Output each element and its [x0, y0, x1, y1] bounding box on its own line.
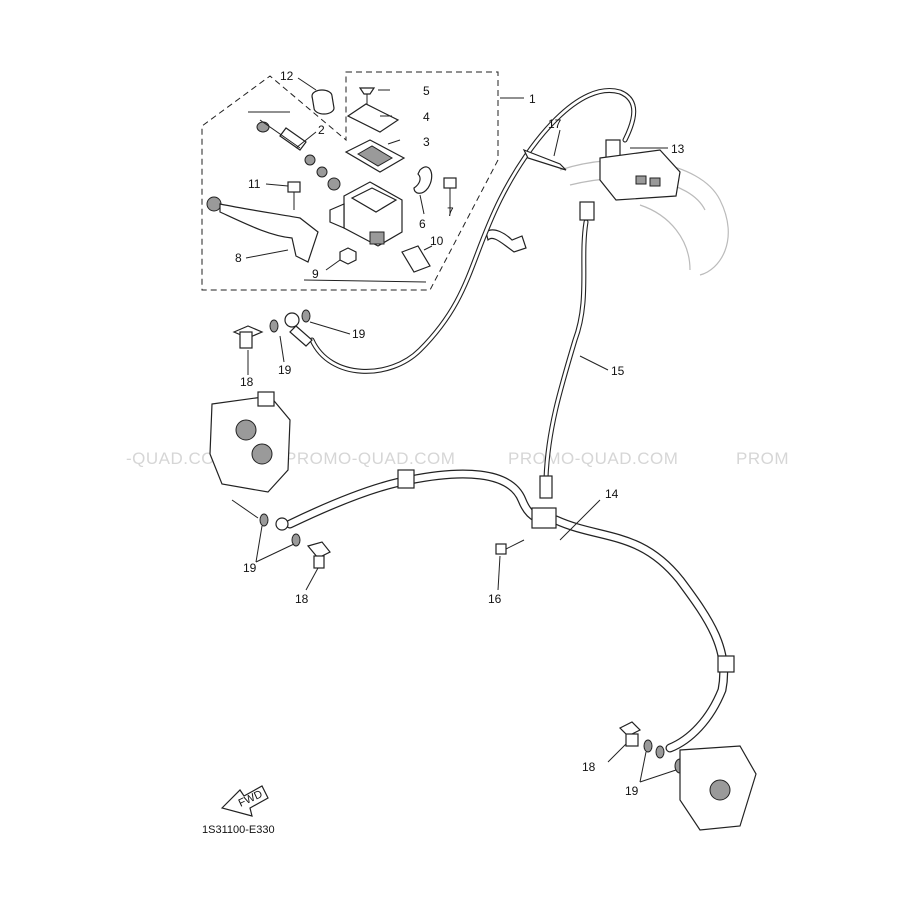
- callout-16: 16: [488, 592, 502, 606]
- part-11-pivot-bolt: [287, 181, 301, 210]
- part-10-switch: [401, 245, 431, 273]
- callout-leader-lines: [231, 77, 677, 783]
- callout-14: 14: [605, 487, 619, 501]
- master-cylinder-group-box: [201, 71, 499, 291]
- watermark-text-2: PROMO-QUAD.COM: [285, 449, 455, 468]
- watermark-text-1: -QUAD.COM: [126, 449, 230, 468]
- switch-connector: [485, 229, 527, 253]
- part-13-brake-junction: [599, 149, 681, 201]
- callout-19-upper-left: 19: [278, 363, 292, 377]
- part-12-cap: [311, 89, 335, 115]
- master-cylinder-body: [329, 181, 403, 247]
- callout-17: 17: [548, 117, 562, 131]
- left-brake-caliper: [209, 391, 291, 493]
- part-18-banjo-bolt-upper: [232, 325, 264, 349]
- callout-8: 8: [235, 251, 242, 265]
- forward-direction-arrow: FWD: [220, 785, 269, 817]
- part-3-diaphragm: [344, 139, 406, 173]
- right-banjo-bolt: [618, 721, 642, 747]
- callout-7: 7: [447, 205, 454, 219]
- part-6-clamp: [413, 166, 433, 194]
- callout-18-lower-left: 18: [295, 592, 309, 606]
- part-5-screw: [358, 87, 376, 104]
- part-2-piston-kit: [248, 111, 341, 191]
- part-16-bolt: [495, 539, 525, 555]
- part-1-brake-hose: [309, 88, 637, 374]
- callout-9: 9: [312, 267, 319, 281]
- lower-left-banjo: [259, 513, 331, 569]
- callout-18-upper: 18: [240, 375, 254, 389]
- right-brake-caliper: [679, 745, 757, 831]
- part-code-label: 1S31100-E330: [202, 824, 275, 836]
- callout-labels: 1 2 3 4 5 6 7 8 9 10 11 12 13 14 15 16 1…: [235, 69, 685, 798]
- part-9-nut: [339, 247, 357, 265]
- callout-1: 1: [529, 92, 536, 106]
- callout-12: 12: [280, 69, 294, 83]
- part-4-cover: [346, 103, 400, 133]
- callout-13: 13: [671, 142, 685, 156]
- part-8-brake-lever: [206, 196, 319, 263]
- watermark-text-3: PROMO-QUAD.COM: [508, 449, 678, 468]
- part-15-brake-pipe: [539, 201, 595, 499]
- callout-10: 10: [430, 234, 444, 248]
- callout-3: 3: [423, 135, 430, 149]
- callout-2: 2: [318, 123, 325, 137]
- part-7-bolt: [443, 177, 457, 200]
- callout-6: 6: [419, 217, 426, 231]
- callout-19-lower-left: 19: [243, 561, 257, 575]
- callout-19-lower-right: 19: [625, 784, 639, 798]
- part-14-brake-hose: [285, 469, 735, 753]
- part-17-hose-clip: [522, 148, 567, 171]
- callout-18-lower-right: 18: [582, 760, 596, 774]
- callout-5: 5: [423, 84, 430, 98]
- callout-19-upper-right: 19: [352, 327, 366, 341]
- upper-banjo-fitting: [269, 309, 313, 347]
- watermark-text-4: PROM: [736, 449, 789, 468]
- watermark: -QUAD.COM PROMO-QUAD.COM PROMO-QUAD.COM …: [126, 449, 789, 468]
- callout-4: 4: [423, 110, 430, 124]
- callout-15: 15: [611, 364, 625, 378]
- callout-11: 11: [248, 177, 261, 191]
